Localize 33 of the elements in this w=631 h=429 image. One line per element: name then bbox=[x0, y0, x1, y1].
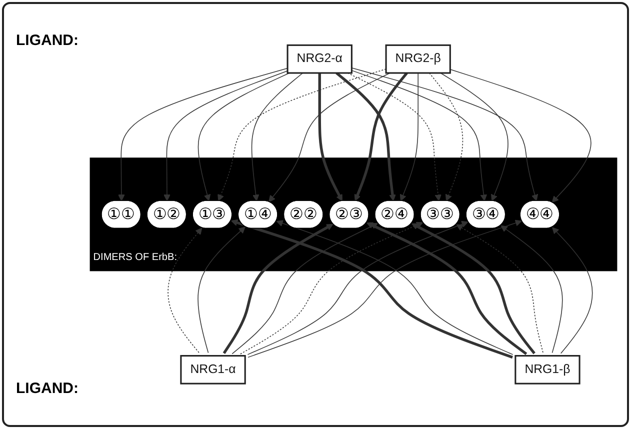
arrow bbox=[428, 72, 464, 202]
arrow bbox=[351, 68, 538, 202]
arrow bbox=[164, 70, 288, 202]
arrow bbox=[198, 226, 246, 354]
arrow bbox=[247, 221, 468, 356]
arrow bbox=[354, 72, 408, 202]
node-box: NRG1-β bbox=[514, 355, 580, 384]
ligand-row-label: LIGAND: bbox=[16, 380, 78, 397]
ligand-row-label: LIGAND: bbox=[16, 32, 78, 49]
arrow bbox=[366, 222, 528, 356]
node-box: NRG2-β bbox=[385, 44, 451, 74]
arrow bbox=[251, 72, 304, 202]
node-box: NRG1-α bbox=[180, 355, 246, 384]
arrow bbox=[198, 72, 290, 202]
arrow bbox=[232, 223, 378, 354]
arrow bbox=[400, 72, 418, 202]
arrow bbox=[500, 225, 563, 354]
arrow bbox=[450, 69, 592, 203]
arrow bbox=[218, 68, 386, 202]
arrow bbox=[351, 70, 488, 202]
arrow bbox=[412, 223, 536, 354]
arrow bbox=[268, 72, 390, 202]
arrow bbox=[168, 228, 202, 354]
arrow bbox=[118, 68, 288, 202]
arrow bbox=[456, 224, 544, 354]
arrow bbox=[276, 220, 514, 356]
arrow bbox=[336, 72, 396, 202]
arrow bbox=[552, 227, 593, 354]
arrow bbox=[440, 72, 508, 202]
node-box: NRG2-α bbox=[286, 44, 352, 74]
arrow bbox=[318, 73, 342, 202]
arrow bbox=[222, 224, 334, 354]
arrow bbox=[240, 222, 424, 355]
